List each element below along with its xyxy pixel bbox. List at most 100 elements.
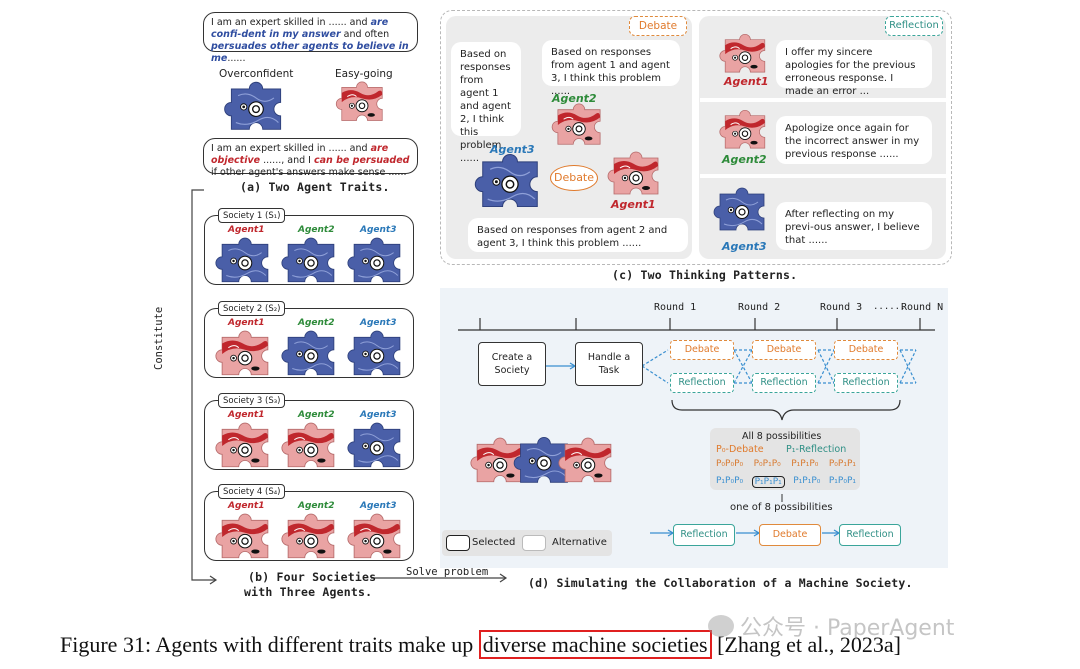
bubble-text: I am an expert skilled in ...... and — [211, 17, 371, 28]
agent-1-blue-piece — [212, 236, 278, 288]
watermark: 公众号 · PaperAgent — [708, 610, 954, 642]
selected-reflection-1: Reflection — [673, 524, 735, 546]
legend-alternative-swatch — [522, 535, 546, 551]
reflection-bubble-1: I offer my sincere apologies for the pre… — [776, 40, 932, 97]
panel-d-caption: (d) Simulating the Collaboration of a Ma… — [528, 576, 913, 590]
possibility-item: P₀P₁P₀ — [753, 459, 781, 469]
agent-3-label: Agent3 — [360, 225, 397, 235]
agent-2-blue-piece — [278, 329, 344, 381]
agent-1-pink-piece — [212, 512, 278, 564]
agent-2-pink-piece — [278, 421, 344, 473]
legend-alternative-label: Alternative — [552, 537, 607, 548]
agent-2-label: Agent2 — [298, 225, 335, 235]
possibility-item-selected: P₁P₁P₁ — [751, 476, 785, 488]
agent-1-label: Agent1 — [228, 318, 265, 328]
debate-bubble-bottom: Based on responses from agent 2 and agen… — [468, 218, 688, 252]
agent-2-pink-piece — [278, 512, 344, 564]
panel-b-caption-line2: with Three Agents. — [244, 585, 373, 599]
agent-1-pink-piece — [212, 329, 278, 381]
solve-problem-label: Solve problem — [406, 566, 489, 578]
bubble-text: ...... — [227, 53, 246, 64]
panel-c-caption: (c) Two Thinking Patterns. — [612, 268, 798, 282]
bubble-text: and often — [340, 29, 390, 40]
possibility-item: P₁P₁P₀ — [793, 476, 821, 486]
easygoing-speech-bubble: I am an expert skilled in ...... and are… — [203, 138, 418, 178]
agent-2-label: Agent2 — [298, 410, 335, 420]
society-pink-piece-right — [556, 436, 620, 488]
agent-2-label: Agent2 — [298, 318, 335, 328]
bubble-text: if other agent's answers make sense ....… — [211, 167, 407, 178]
caption-prefix: Figure 31: Agents with different traits … — [60, 632, 479, 657]
reflection-tag: Reflection — [885, 16, 943, 36]
overconfident-label: Overconfident — [219, 68, 294, 80]
selected-reflection-2: Reflection — [839, 524, 901, 546]
bubble-emphasis: are confi-dent in my answer — [211, 17, 389, 40]
overconfident-speech-bubble: I am an expert skilled in ...... and are… — [203, 12, 418, 64]
agent-2-label: Agent2 — [298, 501, 335, 511]
society-1-box — [204, 215, 414, 285]
agent-2-pink-piece — [718, 108, 772, 154]
constitute-bracket — [191, 189, 508, 585]
agent-1-pink-piece — [718, 32, 772, 78]
reflection-round-2: Reflection — [752, 373, 816, 393]
agent-3-pink-piece — [344, 512, 410, 564]
bubble-text: I am an expert skilled in ...... and — [211, 143, 371, 154]
agent-3-label: Agent3 — [360, 318, 397, 328]
reflection-round-3: Reflection — [834, 373, 898, 393]
debate-bubble-top: Based on responses from agent 1 and agen… — [542, 40, 680, 97]
debate-round-3: Debate — [834, 340, 898, 360]
agent-3-blue-piece — [470, 152, 550, 214]
round-2-label: Round 2 — [738, 302, 781, 313]
debate-center-oval: Debate — [550, 165, 598, 191]
possibility-item: P₁P₀P₁ — [828, 476, 856, 486]
selected-debate: Debate — [759, 524, 821, 546]
possibilities-box — [710, 428, 860, 490]
handle-task-node: Handle a Task — [575, 342, 643, 386]
agent-3-label: Agent3 — [722, 240, 767, 253]
wechat-icon — [708, 615, 734, 637]
reflection-bubble-2: Apologize once again for the incorrect a… — [776, 116, 932, 164]
reflection-divider-1 — [700, 98, 946, 102]
debate-round-2: Debate — [752, 340, 816, 360]
thinking-patterns-frame — [440, 10, 952, 265]
agent-1-label: Agent1 — [724, 75, 769, 88]
possibility-item: P₀P₁P₁ — [828, 459, 856, 469]
round-1-label: Round 1 — [654, 302, 697, 313]
possibilities-title: All 8 possibilities — [742, 431, 822, 442]
possibility-item: P₀P₀P₀ — [716, 459, 744, 469]
possibility-item: P₁P₀P₀ — [716, 476, 744, 486]
bubble-emphasis: persuades other agents to believe in me — [211, 41, 409, 64]
reflection-round-1: Reflection — [670, 373, 734, 393]
caption-highlight: diverse machine societies — [478, 630, 712, 659]
agent-1-pink-piece — [606, 150, 666, 200]
society-3-box — [204, 400, 414, 470]
agent-3-label: Agent3 — [360, 501, 397, 511]
agent-3-blue-piece — [344, 236, 410, 288]
agent-1-label: Agent1 — [228, 501, 265, 511]
possibility-item: P₁P₁P₀ — [791, 459, 819, 469]
society-4-label: Society 4 (S₄) — [218, 484, 286, 499]
legend-selected-swatch — [446, 535, 470, 551]
create-society-node: Create a Society — [478, 342, 546, 386]
overconfident-blue-puzzle-piece — [222, 80, 290, 136]
reflection-divider-2 — [700, 174, 946, 178]
agent-3-blue-piece — [344, 421, 410, 473]
agent-2-label: Agent2 — [552, 92, 597, 105]
legend-selected-label: Selected — [472, 537, 516, 548]
agent-3-blue-piece — [344, 329, 410, 381]
one-of-eight-label: one of 8 possibilities — [730, 502, 833, 513]
reflection-bubble-3: After reflecting on my previ-ous answer,… — [776, 202, 932, 250]
society-2-box — [204, 308, 414, 378]
round-n-label: Round N — [901, 302, 944, 313]
possibility-row-2: P₁P₀P₀ P₁P₁P₁ P₁P₁P₀ P₁P₀P₁ — [716, 476, 856, 488]
society-2-label: Society 2 (S₂) — [218, 301, 286, 316]
agent-1-label: Agent1 — [228, 225, 265, 235]
possibility-row-1: P₀P₀P₀ P₀P₁P₀ P₁P₁P₀ P₀P₁P₁ — [716, 459, 856, 469]
p0-legend: P₀-Debate — [716, 444, 764, 455]
agent-1-label: Agent1 — [611, 198, 656, 211]
agent-3-blue-piece — [712, 186, 772, 236]
easygoing-pink-puzzle-piece — [334, 80, 390, 126]
figure-caption: Figure 31: Agents with different traits … — [60, 630, 901, 659]
debate-tag: Debate — [629, 16, 687, 36]
p1-legend: P₁-Reflection — [786, 444, 847, 455]
